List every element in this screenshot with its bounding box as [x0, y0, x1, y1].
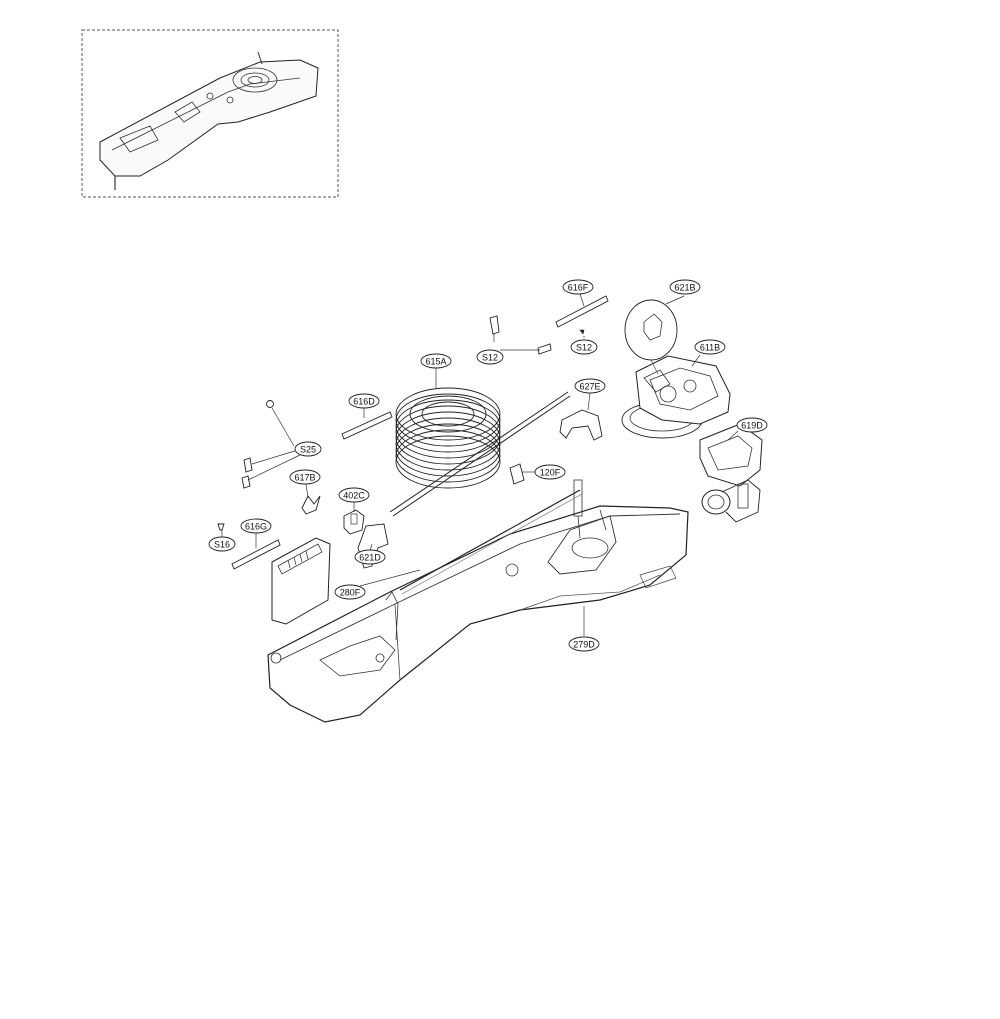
- callout-617B: 617B: [289, 469, 321, 485]
- callout-402C: 402C: [338, 487, 370, 503]
- inset-overview: [81, 29, 339, 198]
- callout-279D: 279D: [568, 636, 600, 652]
- callout-616G-label: 616G: [245, 522, 267, 532]
- callout-120F-label: 120F: [540, 468, 561, 478]
- callout-279D-label: 279D: [573, 640, 595, 650]
- screws-S12: [489, 315, 585, 355]
- clip-627E: [559, 409, 603, 441]
- callout-S16: S16: [208, 536, 236, 552]
- housing-279D: [267, 479, 689, 723]
- callout-S16-label: S16: [214, 540, 230, 550]
- clip-402C: [343, 509, 365, 535]
- rod-616D: [341, 411, 393, 440]
- valve-619D: [699, 423, 763, 523]
- callout-S25: S25: [294, 441, 322, 457]
- callout-611B-label: 611B: [700, 343, 720, 353]
- coil-615A: [389, 387, 571, 517]
- part-621B: [624, 299, 678, 375]
- callout-615A-label: 615A: [425, 357, 446, 367]
- callout-621B-label: 621B: [674, 283, 695, 293]
- callout-621D-label: 621D: [359, 553, 381, 563]
- callout-617B-label: 617B: [294, 473, 315, 483]
- callout-S12a: S12: [476, 349, 504, 365]
- filter-cover: [271, 537, 331, 625]
- callout-616G: 616G: [240, 518, 272, 534]
- rod-616F: [555, 295, 609, 328]
- callout-621D: 621D: [354, 549, 386, 565]
- callout-611B: 611B: [694, 339, 726, 355]
- callout-280F: 280F: [334, 584, 366, 600]
- callout-120F: 120F: [534, 464, 566, 480]
- callout-616F-label: 616F: [568, 283, 589, 293]
- callout-627E: 627E: [574, 378, 606, 394]
- callout-616D: 616D: [348, 393, 380, 409]
- spring-617B: [301, 495, 321, 515]
- callout-280F-label: 280F: [340, 588, 361, 598]
- screw-S16: [217, 523, 225, 531]
- bracket-120F: [509, 463, 525, 485]
- callout-S12b-label: S12: [576, 343, 592, 353]
- callout-616F: 616F: [562, 279, 594, 295]
- callout-627E-label: 627E: [579, 382, 600, 392]
- callout-615A: 615A: [420, 353, 452, 369]
- callout-621B: 621B: [669, 279, 701, 295]
- callout-S25-label: S25: [300, 445, 316, 455]
- callout-619D-label: 619D: [741, 421, 763, 431]
- motor-assembly-611B: [621, 355, 731, 439]
- callout-S12b: S12: [570, 339, 598, 355]
- callout-619D: 619D: [736, 417, 768, 433]
- leader-lines: [221, 293, 739, 636]
- callout-402C-label: 402C: [343, 491, 365, 501]
- callout-616D-label: 616D: [353, 397, 375, 407]
- rod-616G: [231, 539, 281, 570]
- shaft-280F: [399, 489, 583, 595]
- screws-S25: [241, 400, 274, 489]
- callout-S12a-label: S12: [482, 353, 498, 363]
